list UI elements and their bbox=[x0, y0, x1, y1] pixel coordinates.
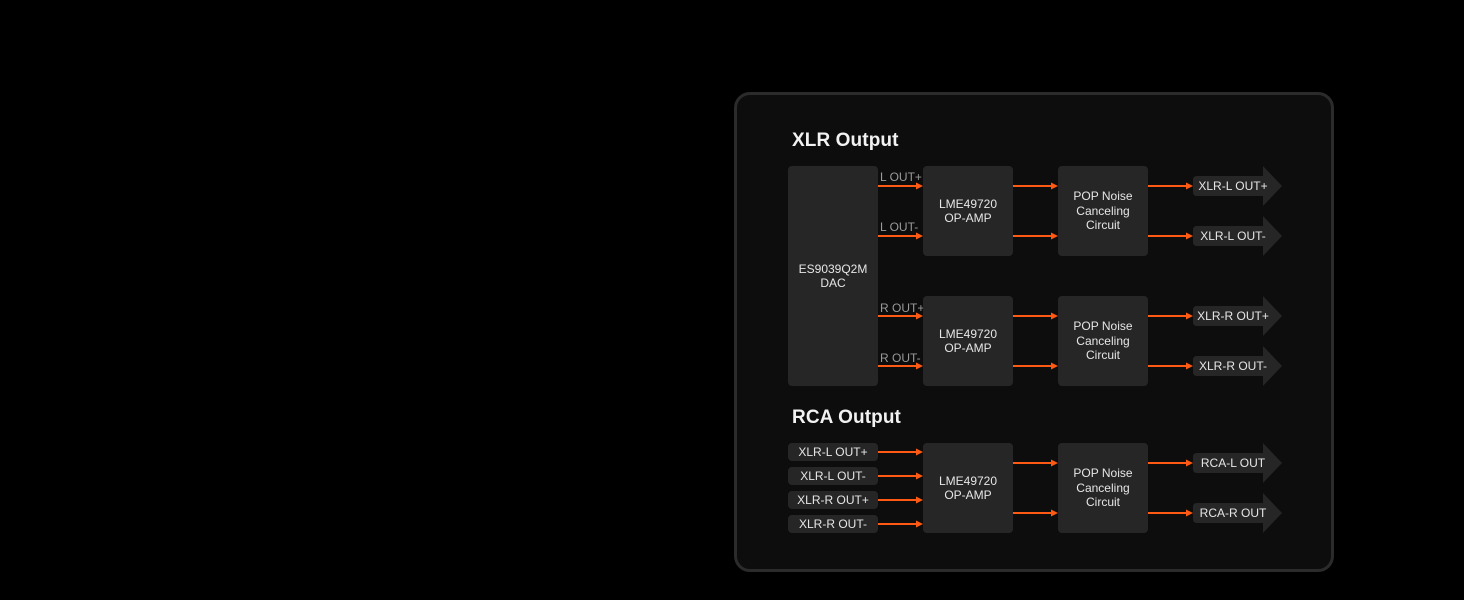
wire-rca-input-0 bbox=[878, 448, 923, 456]
wire-dac-to-opamp-3 bbox=[878, 362, 923, 370]
wire-pop-to-output-5 bbox=[1148, 509, 1193, 517]
output-label: RCA-L OUT bbox=[1200, 456, 1266, 470]
opamp-block-right: LME49720 OP-AMP bbox=[923, 296, 1013, 386]
wire-rca-input-1 bbox=[878, 472, 923, 480]
opamp-block-left: LME49720 OP-AMP bbox=[923, 166, 1013, 256]
output-xlr-r-minus: XLR-R OUT- bbox=[1193, 346, 1283, 386]
wire-pop-to-output-2 bbox=[1148, 312, 1193, 320]
rca-opamp-block: LME49720 OP-AMP bbox=[923, 443, 1013, 533]
wire-pop-to-output-3 bbox=[1148, 362, 1193, 370]
wire-opamp-to-pop-2 bbox=[1013, 312, 1058, 320]
output-arrow-icon bbox=[1193, 443, 1282, 483]
wire-opamp-to-pop-1 bbox=[1013, 232, 1058, 240]
wire-opamp-to-pop-0 bbox=[1013, 182, 1058, 190]
rca-input-xlr-l-minus: XLR-L OUT- bbox=[788, 467, 878, 485]
output-arrow-icon bbox=[1193, 296, 1282, 336]
signal-label-l-out-minus: L OUT- bbox=[880, 220, 919, 234]
output-rca-l: RCA-L OUT bbox=[1193, 443, 1283, 483]
wire-rca-input-3 bbox=[878, 520, 923, 528]
output-label: XLR-R OUT+ bbox=[1197, 309, 1269, 323]
output-rca-r: RCA-R OUT bbox=[1193, 493, 1283, 533]
rca-input-xlr-r-minus: XLR-R OUT- bbox=[788, 515, 878, 533]
signal-label-r-out-plus: R OUT+ bbox=[880, 301, 925, 315]
output-label: XLR-L OUT- bbox=[1200, 229, 1266, 243]
output-arrow-icon bbox=[1193, 346, 1282, 386]
rca-input-xlr-l-plus: XLR-L OUT+ bbox=[788, 443, 878, 461]
rca-output-title: RCA Output bbox=[792, 407, 901, 428]
output-label: XLR-L OUT+ bbox=[1198, 179, 1268, 193]
output-arrow-icon bbox=[1193, 493, 1282, 533]
output-xlr-r-plus: XLR-R OUT+ bbox=[1193, 296, 1283, 336]
pop-noise-block-right: POP Noise Canceling Circuit bbox=[1058, 296, 1148, 386]
output-xlr-l-plus: XLR-L OUT+ bbox=[1193, 166, 1283, 206]
output-label: XLR-R OUT- bbox=[1198, 359, 1267, 373]
signal-label-r-out-minus: R OUT- bbox=[880, 351, 921, 365]
wire-dac-to-opamp-0 bbox=[878, 182, 923, 190]
wire-opamp-to-pop-5 bbox=[1013, 509, 1058, 517]
signal-label-l-out-plus: L OUT+ bbox=[880, 170, 922, 184]
rca-pop-noise-block: POP Noise Canceling Circuit bbox=[1058, 443, 1148, 533]
xlr-output-title: XLR Output bbox=[792, 130, 899, 151]
wire-dac-to-opamp-1 bbox=[878, 232, 923, 240]
output-xlr-l-minus: XLR-L OUT- bbox=[1193, 216, 1283, 256]
output-label: RCA-R OUT bbox=[1199, 506, 1267, 520]
pop-noise-block-left: POP Noise Canceling Circuit bbox=[1058, 166, 1148, 256]
wire-opamp-to-pop-4 bbox=[1013, 459, 1058, 467]
wire-opamp-to-pop-3 bbox=[1013, 362, 1058, 370]
output-arrow-icon bbox=[1193, 166, 1282, 206]
wire-pop-to-output-0 bbox=[1148, 182, 1193, 190]
wire-rca-input-2 bbox=[878, 496, 923, 504]
output-arrow-icon bbox=[1193, 216, 1282, 256]
wire-pop-to-output-1 bbox=[1148, 232, 1193, 240]
wire-dac-to-opamp-2 bbox=[878, 312, 923, 320]
rca-input-xlr-r-plus: XLR-R OUT+ bbox=[788, 491, 878, 509]
wire-pop-to-output-4 bbox=[1148, 459, 1193, 467]
dac-block: ES9039Q2M DAC bbox=[788, 166, 878, 386]
